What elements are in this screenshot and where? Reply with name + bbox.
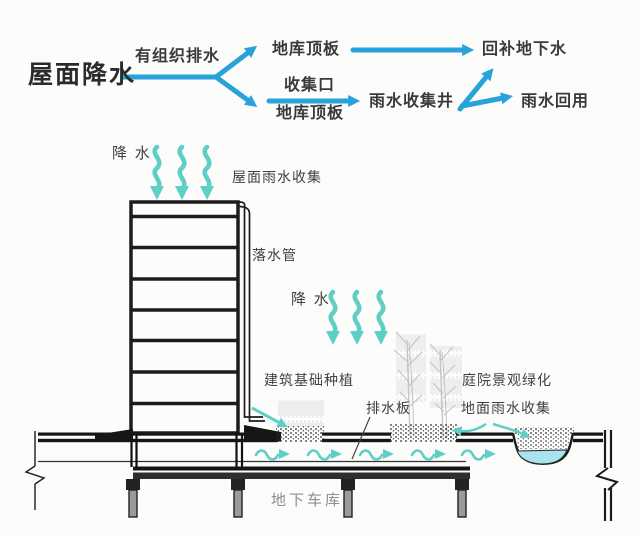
- rain-arrows-roof: [150, 147, 214, 200]
- label-collection-inlet: 收集口: [284, 77, 336, 94]
- label-rain-2: 降 水: [291, 292, 331, 308]
- label-courtyard-greening: 庭院景观绿化: [462, 374, 552, 389]
- label-roof-precipitation: 屋面降水: [28, 62, 137, 89]
- garage-columns: [126, 479, 469, 518]
- slab-wedge-left: [95, 429, 133, 442]
- arrow-well-right: [459, 92, 514, 109]
- downspout-outlet-arrow: [251, 406, 288, 428]
- label-rain-1: 降 水: [112, 146, 152, 162]
- break-mark-right: [594, 430, 620, 521]
- label-recharge-groundwater: 回补地下水: [482, 41, 568, 58]
- label-downpipe: 落水管: [252, 249, 297, 264]
- flowchart-arrows: [120, 44, 514, 112]
- ground-slab: [38, 425, 603, 443]
- slab-wedge-right: [244, 425, 281, 442]
- basement-walls: [130, 434, 244, 467]
- tree-icon: [393, 331, 462, 438]
- label-ground-collection: 地面雨水收集: [461, 402, 551, 417]
- label-garage-slab-top: 地库顶板: [272, 41, 341, 58]
- rain-arrows-courtyard: [326, 292, 388, 345]
- surface-collect-arrows: [451, 422, 531, 438]
- label-roof-collection: 屋面雨水收集: [232, 171, 322, 186]
- label-rainwater-well: 雨水收集井: [369, 93, 455, 110]
- label-organized-drainage: 有组织排水: [135, 48, 221, 65]
- label-rainwater-reuse: 雨水回用: [521, 93, 590, 110]
- downspout-pipe: [238, 201, 265, 422]
- planting-strips: [276, 400, 458, 442]
- floor-lines: [131, 214, 238, 406]
- break-mark-left: [24, 431, 46, 510]
- basin-water: [516, 449, 568, 465]
- arrow-fork-down: [213, 74, 258, 107]
- label-garage-slab-bottom: 地库顶板: [276, 105, 345, 122]
- garage-structure: [126, 466, 470, 518]
- drain-board-leader: [351, 416, 371, 460]
- label-underground-garage: 地下车库: [271, 493, 344, 509]
- building-outline: [129, 200, 240, 435]
- label-foundation-planting: 建筑基础种植: [264, 374, 354, 389]
- subsurface-flow-arrows: [254, 447, 498, 461]
- collection-basin: [511, 427, 575, 465]
- arrow-fork-up: [213, 45, 258, 80]
- label-drain-board: 排水板: [366, 402, 411, 417]
